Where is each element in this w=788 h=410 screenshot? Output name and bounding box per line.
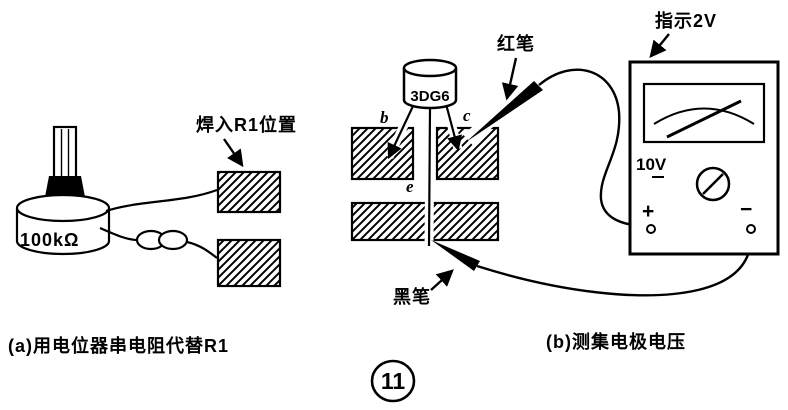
solder-position-label: 焊入R1位置 bbox=[196, 114, 297, 135]
potentiometer-top bbox=[15, 193, 111, 223]
transistor-model-label: 3DG6 bbox=[410, 88, 449, 105]
pin-b-lead bbox=[387, 103, 415, 160]
red-pen-label: 红笔 bbox=[497, 33, 535, 54]
resistor-link bbox=[157, 229, 189, 251]
potentiometer-shaft bbox=[52, 125, 78, 181]
black-probe bbox=[431, 240, 480, 271]
pin-c-label: c bbox=[463, 106, 471, 125]
transistor-can: 3DG6 bbox=[402, 58, 458, 110]
pin-e-lead bbox=[427, 107, 432, 247]
minus-terminal bbox=[746, 224, 756, 234]
lower-wire-left bbox=[99, 226, 139, 242]
plus-terminal bbox=[646, 224, 656, 234]
page-number-circle bbox=[370, 359, 416, 403]
indication-arrow bbox=[649, 33, 670, 58]
plus-terminal-label: + bbox=[642, 200, 654, 223]
page-number-label: 11 bbox=[381, 368, 406, 394]
red-pen-arrow bbox=[501, 57, 519, 101]
red-probe-halo bbox=[463, 108, 502, 146]
red-probe-wire bbox=[538, 68, 649, 228]
pot-value-label: 100kΩ bbox=[20, 230, 79, 250]
black-probe-wire bbox=[476, 233, 753, 297]
meter-scale-arc bbox=[653, 107, 755, 125]
pcb-pad-right bbox=[435, 126, 500, 181]
potentiometer: 100kΩ bbox=[15, 125, 111, 256]
pin-e-label: e bbox=[406, 177, 414, 196]
black-pen-arrow bbox=[430, 269, 454, 291]
red-probe bbox=[466, 81, 543, 142]
solder-pad-bottom bbox=[216, 238, 282, 288]
meter-range-label: 10V bbox=[636, 155, 667, 174]
meter-needle bbox=[666, 99, 742, 139]
black-pen-label: 黑笔 bbox=[393, 286, 431, 307]
meter-display bbox=[642, 82, 766, 144]
upper-wire bbox=[105, 188, 218, 213]
lower-wire-right bbox=[186, 240, 218, 259]
page-number: 11 bbox=[370, 359, 416, 403]
solder-pad-top bbox=[216, 170, 282, 214]
pin-c-lead bbox=[444, 103, 463, 152]
can-body bbox=[402, 68, 458, 110]
indication-label: 指示2V bbox=[655, 10, 717, 31]
minus-terminal-label: − bbox=[740, 198, 752, 221]
caption-b: (b)测集电极电压 bbox=[546, 331, 686, 352]
pin-b-label: b bbox=[380, 108, 389, 127]
series-resistor-wiring bbox=[99, 188, 218, 259]
solder-position-arrow bbox=[223, 138, 244, 168]
multimeter: 10V + − bbox=[628, 60, 780, 256]
potentiometer-bushing bbox=[45, 176, 85, 197]
caption-a: (a)用电位器串电阻代替R1 bbox=[8, 335, 229, 356]
meter-knob-slot bbox=[702, 173, 724, 195]
can-top bbox=[402, 58, 458, 78]
